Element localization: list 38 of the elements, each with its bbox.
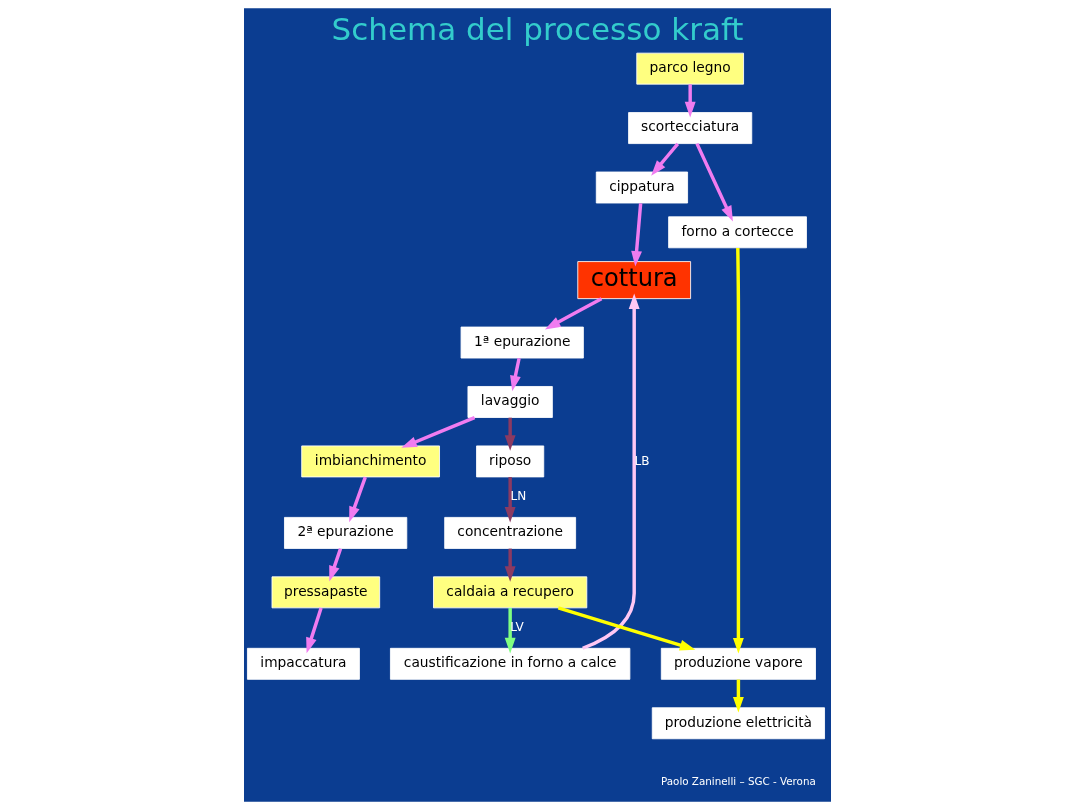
arrow	[684, 84, 696, 118]
node-box: forno a cortecce	[668, 216, 807, 249]
label: Paolo Zaninelli – SGC - Verona	[660, 775, 816, 788]
diagram-title: Schema del processo kraft	[331, 11, 744, 48]
node-box: produzione elettricità	[651, 707, 825, 740]
node-box: produzione vapore	[660, 647, 816, 680]
node-box: caustificazione in forno a calce	[390, 647, 631, 680]
arrow	[732, 679, 744, 713]
arrow	[631, 203, 643, 267]
arrow	[544, 297, 603, 330]
node-box: parco legno	[636, 52, 744, 85]
node-box: scortecciatura	[628, 112, 753, 144]
node-box: cottura	[577, 261, 692, 300]
node-box: riposo	[476, 445, 545, 478]
node-box: lavaggio	[467, 386, 553, 418]
arrow	[504, 417, 516, 451]
arrow	[557, 606, 696, 651]
arrow	[306, 607, 323, 654]
edge-label: LN	[510, 489, 527, 504]
node-box: 2ª epurazione	[284, 516, 408, 549]
node-box: caldaia a recupero	[433, 576, 588, 609]
arrow	[504, 548, 516, 582]
arrow	[510, 357, 521, 392]
node-box: impaccatura	[247, 647, 360, 680]
arrow	[504, 477, 516, 523]
node-box: pressapaste	[271, 576, 381, 609]
arrow	[582, 293, 640, 650]
arrow	[732, 248, 744, 654]
arrow	[329, 548, 343, 582]
arrow	[504, 608, 516, 654]
node-box: imbianchimento	[301, 445, 440, 478]
node-box: 1ª epurazione	[460, 326, 584, 359]
arrow	[349, 476, 367, 523]
arrow	[401, 415, 476, 448]
node-box: cippatura	[595, 171, 688, 204]
node-box: concentrazione	[444, 516, 577, 549]
arrow	[651, 142, 680, 176]
arrow	[695, 142, 733, 222]
